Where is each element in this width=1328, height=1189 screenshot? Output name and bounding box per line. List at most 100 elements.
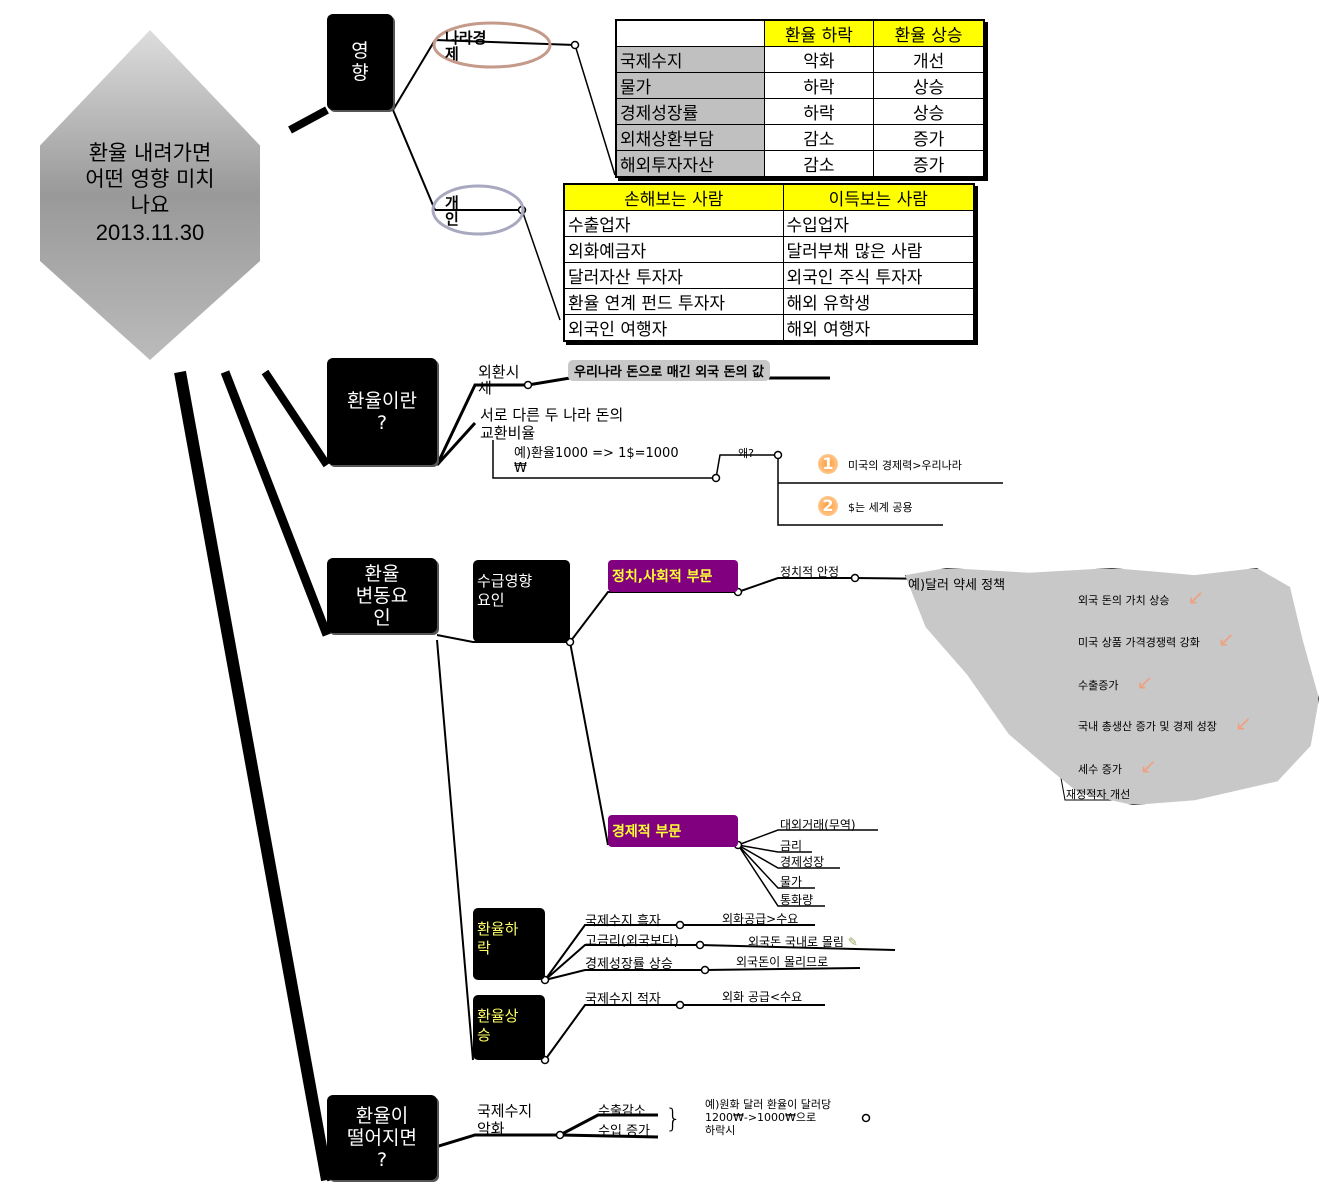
curved-arrow-icon: ↙: [1187, 585, 1205, 609]
curved-arrow-icon: ↙: [1136, 670, 1154, 694]
cell: 국제수지: [615, 46, 765, 73]
title-text: 환율 내려가면 어떤 영향 미치 나요: [85, 141, 215, 217]
effect-text: 외국 돈의 가치 상승: [1078, 594, 1170, 607]
reason-text: 미국의 경제력>우리나라: [848, 459, 962, 472]
fall-result[interactable]: 외국돈 국내로 몰림 ✎: [748, 933, 858, 950]
highlight-ellipse: [431, 184, 525, 236]
node-influence[interactable]: 영 향: [327, 14, 393, 110]
policy-label[interactable]: 예)달러 약세 정책: [908, 578, 1006, 593]
cell: 해외투자자산: [615, 150, 765, 178]
table-header: 이득보는 사람: [782, 183, 975, 211]
note-icon[interactable]: ✎: [847, 935, 858, 949]
fall-cause[interactable]: 고금리(외국보다): [585, 934, 679, 949]
node-fall[interactable]: 환율하 락: [473, 908, 545, 980]
fall-cause[interactable]: 경제성장률 상승: [585, 957, 673, 972]
economic-item[interactable]: 대외거래(무역): [780, 818, 856, 832]
node-political[interactable]: 정치,사회적 부문: [608, 560, 738, 592]
cell: 환율 연계 펀드 투자자: [563, 288, 784, 315]
reason-2[interactable]: 2$는 세계 공용: [818, 496, 913, 516]
personal-label[interactable]: 개 인: [445, 194, 459, 228]
cell: 외국인 주식 투자자: [782, 262, 975, 289]
effect-text: 세수 증가: [1078, 763, 1122, 776]
node-what-is[interactable]: 환율이란 ?: [327, 358, 437, 465]
cell: 상승: [873, 98, 985, 125]
cell: 외채상환부담: [615, 124, 765, 151]
cell: 수출업자: [563, 210, 784, 237]
node-supply[interactable]: 수급영향 요인: [473, 560, 570, 642]
table-header: [615, 19, 765, 47]
fall-result[interactable]: 외국돈이 몰리므로: [736, 955, 829, 969]
cell: 해외 유학생: [782, 288, 975, 315]
cell: 하락: [763, 98, 875, 125]
fall-effect[interactable]: 수입 증가: [598, 1124, 650, 1139]
node-economic[interactable]: 경제적 부문: [608, 815, 738, 847]
effect-text: 수출증가: [1078, 679, 1119, 692]
table-header: 환율 상승: [873, 19, 985, 47]
title-date: 2013.11.30: [95, 220, 205, 245]
node-if-falls[interactable]: 환율이 떨어지면 ?: [327, 1095, 437, 1180]
economic-item[interactable]: 물가: [780, 875, 803, 889]
fall-result[interactable]: 외화공급>수요: [722, 912, 799, 926]
rise-result[interactable]: 외화 공급<수요: [722, 990, 803, 1004]
cell: 감소: [763, 124, 875, 151]
ratio-label[interactable]: 서로 다른 두 나라 돈의 교환비율: [480, 406, 624, 442]
political-stability[interactable]: 정치적 안정: [780, 565, 840, 579]
economic-item[interactable]: 경제성장: [780, 855, 825, 869]
title-card: 환율 내려가면 어떤 영향 미치 나요 2013.11.30: [10, 10, 290, 360]
fall-cause[interactable]: 국제수지 흑자: [585, 914, 661, 929]
cell: 물가: [615, 72, 765, 99]
result-text: 외국돈 국내로 몰림: [748, 935, 844, 949]
fall-example[interactable]: 예)원화 달러 환율이 달러당 1200₩->1000₩으로 하락시: [705, 1098, 832, 1137]
national-economy-label[interactable]: 나라경 제: [445, 29, 487, 63]
example-label[interactable]: 예)환율1000 => 1$=1000 ₩: [514, 446, 679, 476]
fall-effect[interactable]: 수출감소: [598, 1104, 646, 1119]
cell: 감소: [763, 150, 875, 178]
cell: 상승: [873, 72, 985, 99]
market-definition[interactable]: 우리나라 돈으로 매긴 외국 돈의 값: [568, 360, 771, 381]
cell: 수입업자: [782, 210, 975, 237]
economic-item[interactable]: 금리: [780, 839, 803, 853]
cell: 해외 여행자: [782, 314, 975, 342]
rise-cause[interactable]: 국제수지 적자: [585, 992, 661, 1007]
policy-effect[interactable]: 재정적자 개선: [1066, 788, 1131, 801]
policy-effect[interactable]: 세수 증가↙: [1078, 754, 1157, 778]
market-label[interactable]: 외환시 세: [478, 363, 520, 397]
cell: 개선: [873, 46, 985, 73]
policy-effect[interactable]: 국내 총생산 증가 및 경제 성장 ↙: [1078, 711, 1252, 735]
cell: 하락: [763, 72, 875, 99]
cell: 달러자산 투자자: [563, 262, 784, 289]
cell: 경제성장률: [615, 98, 765, 125]
balance-worsens[interactable]: 국제수지 악화: [477, 1102, 533, 1138]
curved-arrow-icon: ↙: [1217, 627, 1235, 651]
table-header: 손해보는 사람: [563, 183, 784, 211]
cell: 증가: [873, 150, 985, 178]
node-rise[interactable]: 환율상 승: [473, 995, 545, 1060]
number-badge: 2: [818, 496, 838, 516]
cell: 외국인 여행자: [563, 314, 784, 342]
policy-effect[interactable]: 미국 상품 가격경쟁력 강화 ↙: [1078, 627, 1235, 651]
curved-arrow-icon: ↙: [1234, 711, 1252, 735]
cell: 악화: [763, 46, 875, 73]
policy-effect[interactable]: 수출증가 ↙: [1078, 670, 1153, 694]
effect-text: 국내 총생산 증가 및 경제 성장: [1078, 720, 1217, 733]
node-factors[interactable]: 환율 변동요 인: [327, 558, 437, 633]
economic-item[interactable]: 통화량: [780, 893, 814, 907]
policy-effect[interactable]: 외국 돈의 가치 상승 ↙: [1078, 585, 1204, 609]
cell: 증가: [873, 124, 985, 151]
why-label[interactable]: 왜?: [738, 447, 754, 460]
cell: 달러부채 많은 사람: [782, 236, 975, 263]
effect-text: 미국 상품 가격경쟁력 강화: [1078, 636, 1200, 649]
